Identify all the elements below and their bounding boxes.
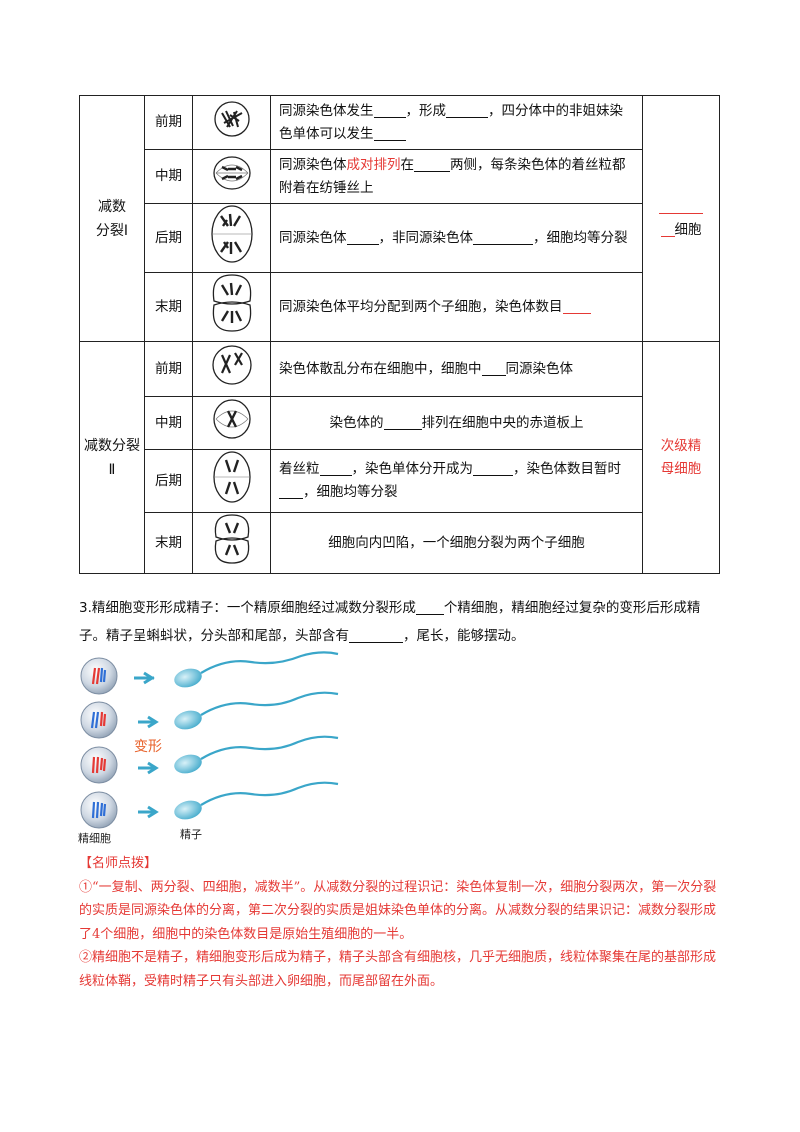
spermatid-cell (80, 657, 118, 695)
cell-diagram-anaphase2 (192, 449, 271, 513)
meiosis1-label: 减数分裂Ⅰ (79, 95, 145, 342)
sperm-cell (174, 781, 339, 820)
phase-label: 前期 (144, 341, 193, 397)
anaphase1-description: 同源染色体，非同源染色体，细胞均等分裂 (270, 203, 643, 273)
metaphase1-description: 同源染色体成对排列在两侧，每条染色体的着丝粒都附着在纺锤丝上 (270, 149, 643, 204)
sperm-cell (174, 735, 339, 774)
arrow-icon (138, 761, 159, 775)
sperm-cell (174, 691, 339, 730)
arrow-icon (138, 805, 159, 819)
cell-diagram-prophase1 (192, 95, 271, 150)
prophase2-description: 染色体散乱分布在细胞中，细胞中同源染色体 (270, 341, 643, 397)
anaphase2-description: 着丝粒，染色单体分开成为，染色体数目暂时，细胞均等分裂 (270, 449, 643, 513)
phase-label: 后期 (144, 203, 193, 273)
phase-label: 末期 (144, 512, 193, 574)
spermatid-label: 精细胞 (78, 832, 111, 845)
phase-label: 前期 (144, 95, 193, 150)
telophase2-description: 细胞向内凹陷，一个细胞分裂为两个子细胞 (270, 512, 643, 574)
spermatid-cell (80, 791, 118, 829)
phase-label: 末期 (144, 272, 193, 342)
phase-label: 中期 (144, 149, 193, 204)
section-3-paragraph: 3.精细胞变形形成精子：一个精原细胞经过减数分裂形成个精细胞，精细胞经过复杂的变… (79, 600, 701, 644)
spermatid-cell (80, 701, 118, 739)
cell-diagram-anaphase1 (192, 203, 271, 273)
meiosis2-label: 减数分裂Ⅱ (79, 341, 145, 574)
tips-point-2: ②精细胞不是精子，精细胞变形后成为精子，精子头部含有细胞核，几乎无细胞质，线粒体… (79, 950, 717, 989)
meiosis-table: 减数分裂Ⅰ 前期 同源染色体发生，形成，四分体中的非姐妹染色单体可以发生 细胞 … (79, 95, 720, 574)
prophase1-description: 同源染色体发生，形成，四分体中的非姐妹染色单体可以发生 (270, 95, 643, 150)
sperm-cell (174, 651, 339, 688)
cell-diagram-telophase1 (192, 272, 271, 342)
cell-diagram-prophase2 (192, 341, 271, 397)
tips-point-1: ①“一复制、两分裂、四细胞，减数半”。从减数分裂的过程识记：染色体复制一次，细胞… (79, 879, 717, 942)
meiosis1-result: 细胞 (642, 95, 720, 342)
telophase1-description: 同源染色体平均分配到两个子细胞，染色体数目 (270, 272, 643, 342)
sperm-label: 精子 (180, 828, 202, 841)
metaphase2-description: 染色体的排列在细胞中央的赤道板上 (270, 396, 643, 450)
tips-title: 【名师点拨】 (79, 856, 158, 871)
cell-diagram-telophase2 (192, 512, 271, 574)
meiosis2-result: 次级精母细胞 (642, 341, 720, 574)
arrow-icon (138, 715, 159, 729)
cell-diagram-metaphase2 (192, 396, 271, 450)
teacher-tips: 【名师点拨】 ①“一复制、两分裂、四细胞，减数半”。从减数分裂的过程识记：染色体… (79, 852, 719, 994)
spermatid-cell (80, 746, 118, 784)
phase-label: 后期 (144, 449, 193, 513)
transform-label: 变形 (134, 738, 162, 754)
sperm-formation-figure: 变形 精细胞 精子 (76, 648, 376, 852)
phase-label: 中期 (144, 396, 193, 450)
cell-diagram-metaphase1 (192, 149, 271, 204)
